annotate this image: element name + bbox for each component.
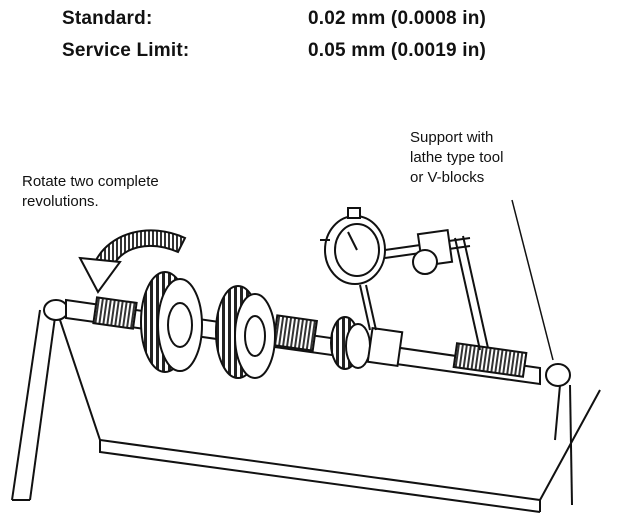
shaft-collar (366, 326, 404, 368)
service-limit-value: 0.05 mm (0.0019 in) (308, 40, 487, 61)
support-leader-line (511, 199, 554, 361)
support-callout: Support with lathe type tool or V-blocks (410, 128, 610, 188)
support-callout-line: lathe type tool (410, 149, 504, 166)
rotation-arrow-icon (78, 229, 187, 294)
gear-3 (330, 316, 371, 370)
support-callout-line: Support with (410, 129, 494, 146)
rotate-callout: Rotate two complete revolutions. (22, 172, 252, 212)
gear-2 (215, 285, 276, 379)
standard-value: 0.02 mm (0.0008 in) (308, 8, 487, 29)
rotate-callout-line: Rotate two complete (22, 173, 159, 190)
v-block-stand (11, 299, 601, 513)
gear-1 (140, 271, 203, 373)
support-callout-line: or V-blocks (410, 169, 485, 186)
rotate-callout-line: revolutions. (22, 193, 99, 210)
service-limit-label: Service Limit: (62, 40, 190, 61)
indicator-stand (384, 228, 489, 351)
standard-label: Standard: (62, 8, 153, 29)
mainshaft (65, 296, 541, 386)
dial-indicator (320, 207, 386, 331)
